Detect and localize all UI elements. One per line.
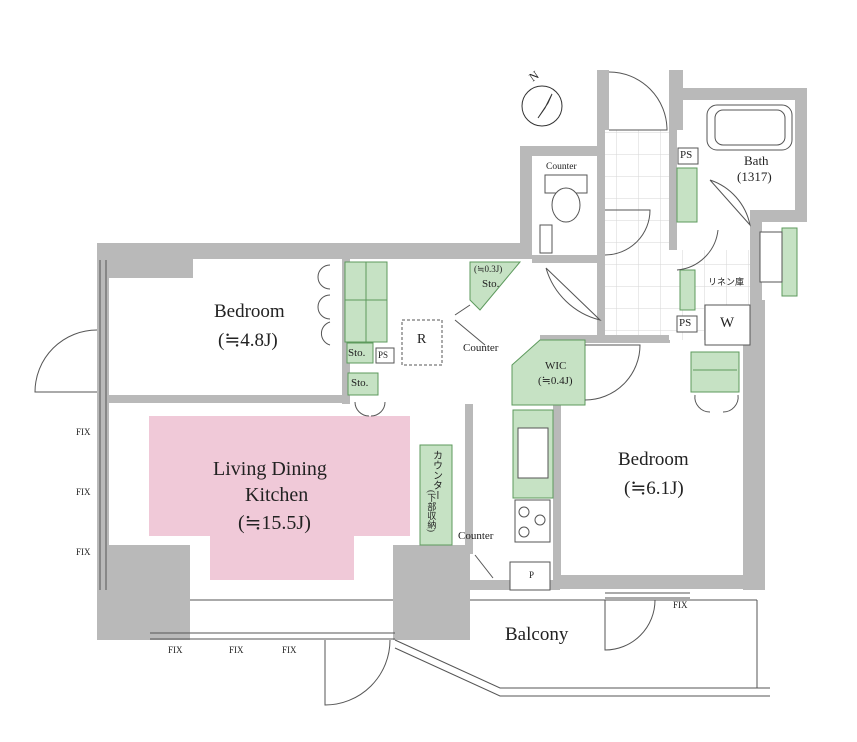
counter-kitchen-label: Counter (458, 530, 494, 542)
kitchen-counter-label: カウンター (430, 450, 442, 500)
ps-bath-label: PS (680, 149, 693, 161)
sto-hall-area: (≒0.3J) (474, 264, 503, 274)
balcony-name: Balcony (505, 624, 569, 645)
fix-south-2: FIX (229, 645, 244, 655)
sto-bedroom-label: Sto. (348, 347, 366, 359)
compass-icon (521, 85, 563, 127)
counter-hall-label: Counter (463, 342, 499, 354)
wic-area: (≒0.4J) (538, 375, 573, 387)
bedroom-west-name: Bedroom (214, 301, 285, 322)
washer-label: W (720, 315, 735, 331)
kitchen-counter-bar (419, 444, 453, 546)
closet-bedroom-east (690, 351, 740, 393)
ldk-name-line1: Living Dining (213, 458, 327, 480)
ldk-highlight (149, 416, 410, 536)
ldk-name-line2: Kitchen (245, 484, 309, 506)
kitchen-counter-sub: (下部収納) (426, 490, 437, 532)
bedroom-east-name: Bedroom (618, 449, 689, 470)
ps-laundry-label: PS (679, 317, 692, 329)
ldk-highlight-lower (210, 530, 354, 580)
sto-hall-label: Sto. (482, 278, 500, 290)
bath-size: (1317) (737, 169, 772, 184)
sto-lower-label: Sto. (351, 377, 369, 389)
tiled-hall (605, 130, 669, 335)
ldk-area: (≒15.5J) (238, 512, 311, 534)
fix-west-2: FIX (76, 487, 91, 497)
wic-label: WIC (545, 360, 567, 372)
fix-east: FIX (673, 600, 688, 610)
fix-west-3: FIX (76, 547, 91, 557)
bedroom-west-area: (≒4.8J) (218, 330, 278, 351)
counter-wc-label: Counter (546, 162, 577, 172)
fix-west-1: FIX (76, 427, 91, 437)
storage-wic (511, 339, 586, 406)
storage-sto-west (346, 342, 374, 364)
bedroom-east-area: (≒6.1J) (624, 478, 684, 499)
linen-label: リネン庫 (708, 277, 745, 287)
storage-sto-lower (347, 372, 379, 396)
storage-sto-hall (469, 261, 522, 311)
bath-name: Bath (744, 153, 769, 168)
ps-bedroom-label: PS (378, 350, 389, 360)
fix-south-3: FIX (282, 645, 297, 655)
fix-south-1: FIX (168, 645, 183, 655)
p-box-label: P (529, 570, 535, 580)
fridge-label: R (417, 332, 427, 347)
